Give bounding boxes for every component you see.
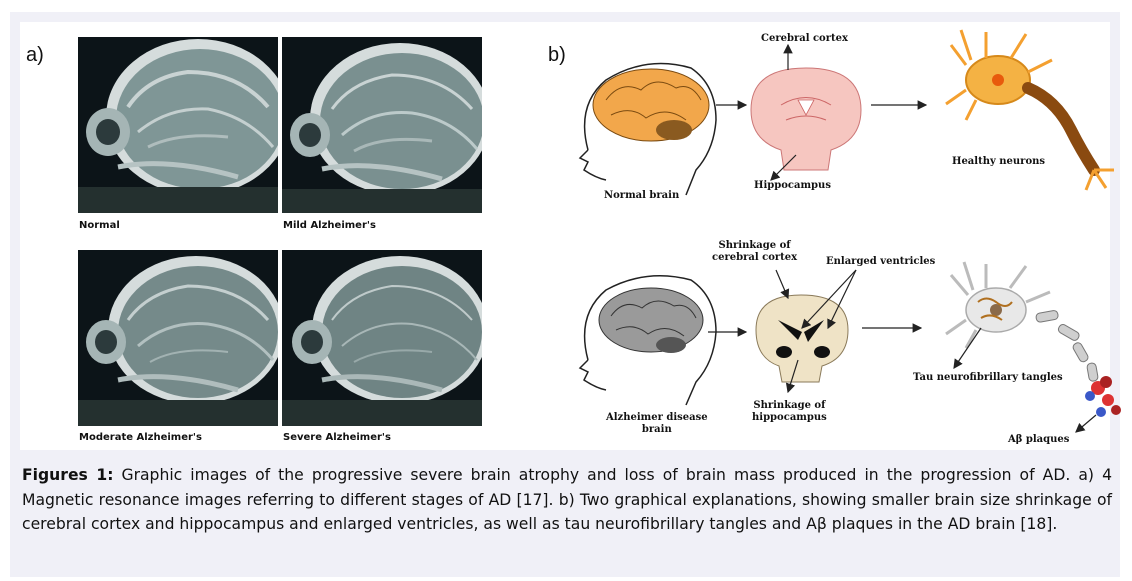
panel-b-label: b) xyxy=(548,44,566,67)
tau-tangles-label: Tau neurofibrillary tangles xyxy=(913,372,1063,384)
mri-moderate-image xyxy=(78,250,278,426)
mri-normal-image xyxy=(78,37,278,213)
cerebral-cortex-label: Cerebral cortex xyxy=(761,33,848,45)
alzheimer-brain-line1: Alzheimer disease xyxy=(606,412,708,424)
mri-mild-caption: Mild Alzheimer's xyxy=(283,220,376,231)
normal-brain-label: Normal brain xyxy=(604,190,679,202)
alzheimer-brain-line2: brain xyxy=(606,424,708,436)
mri-severe-image xyxy=(282,250,482,426)
healthy-neurons-label: Healthy neurons xyxy=(952,156,1045,168)
shrink-cortex-line2: cerebral cortex xyxy=(712,252,797,264)
enlarged-ventricles-label: Enlarged ventricles xyxy=(826,256,935,268)
shrink-hippo-line1: Shrinkage of xyxy=(752,400,827,412)
mri-severe-caption: Severe Alzheimer's xyxy=(283,432,391,443)
mri-moderate-caption: Moderate Alzheimer's xyxy=(79,432,202,443)
abeta-plaques-label: Aβ plaques xyxy=(1008,434,1069,446)
shrink-hippocampus-label: Shrinkage of hippocampus xyxy=(752,400,827,424)
alzheimer-brain-label: Alzheimer disease brain xyxy=(606,412,708,436)
hippocampus-label: Hippocampus xyxy=(754,180,831,192)
panel-a-label: a) xyxy=(26,44,44,67)
shrink-hippo-line2: hippocampus xyxy=(752,412,827,424)
caption-lead: Figures 1: xyxy=(22,466,113,484)
mri-mild-image xyxy=(282,37,482,213)
mri-normal-caption: Normal xyxy=(79,220,120,231)
shrink-cortex-label: Shrinkage of cerebral cortex xyxy=(712,240,797,264)
figure-caption: Figures 1: Graphic images of the progres… xyxy=(22,463,1112,537)
caption-text: Graphic images of the progressive severe… xyxy=(22,466,1112,533)
normal-brain-diagram xyxy=(566,20,1126,250)
shrink-cortex-line1: Shrinkage of xyxy=(712,240,797,252)
